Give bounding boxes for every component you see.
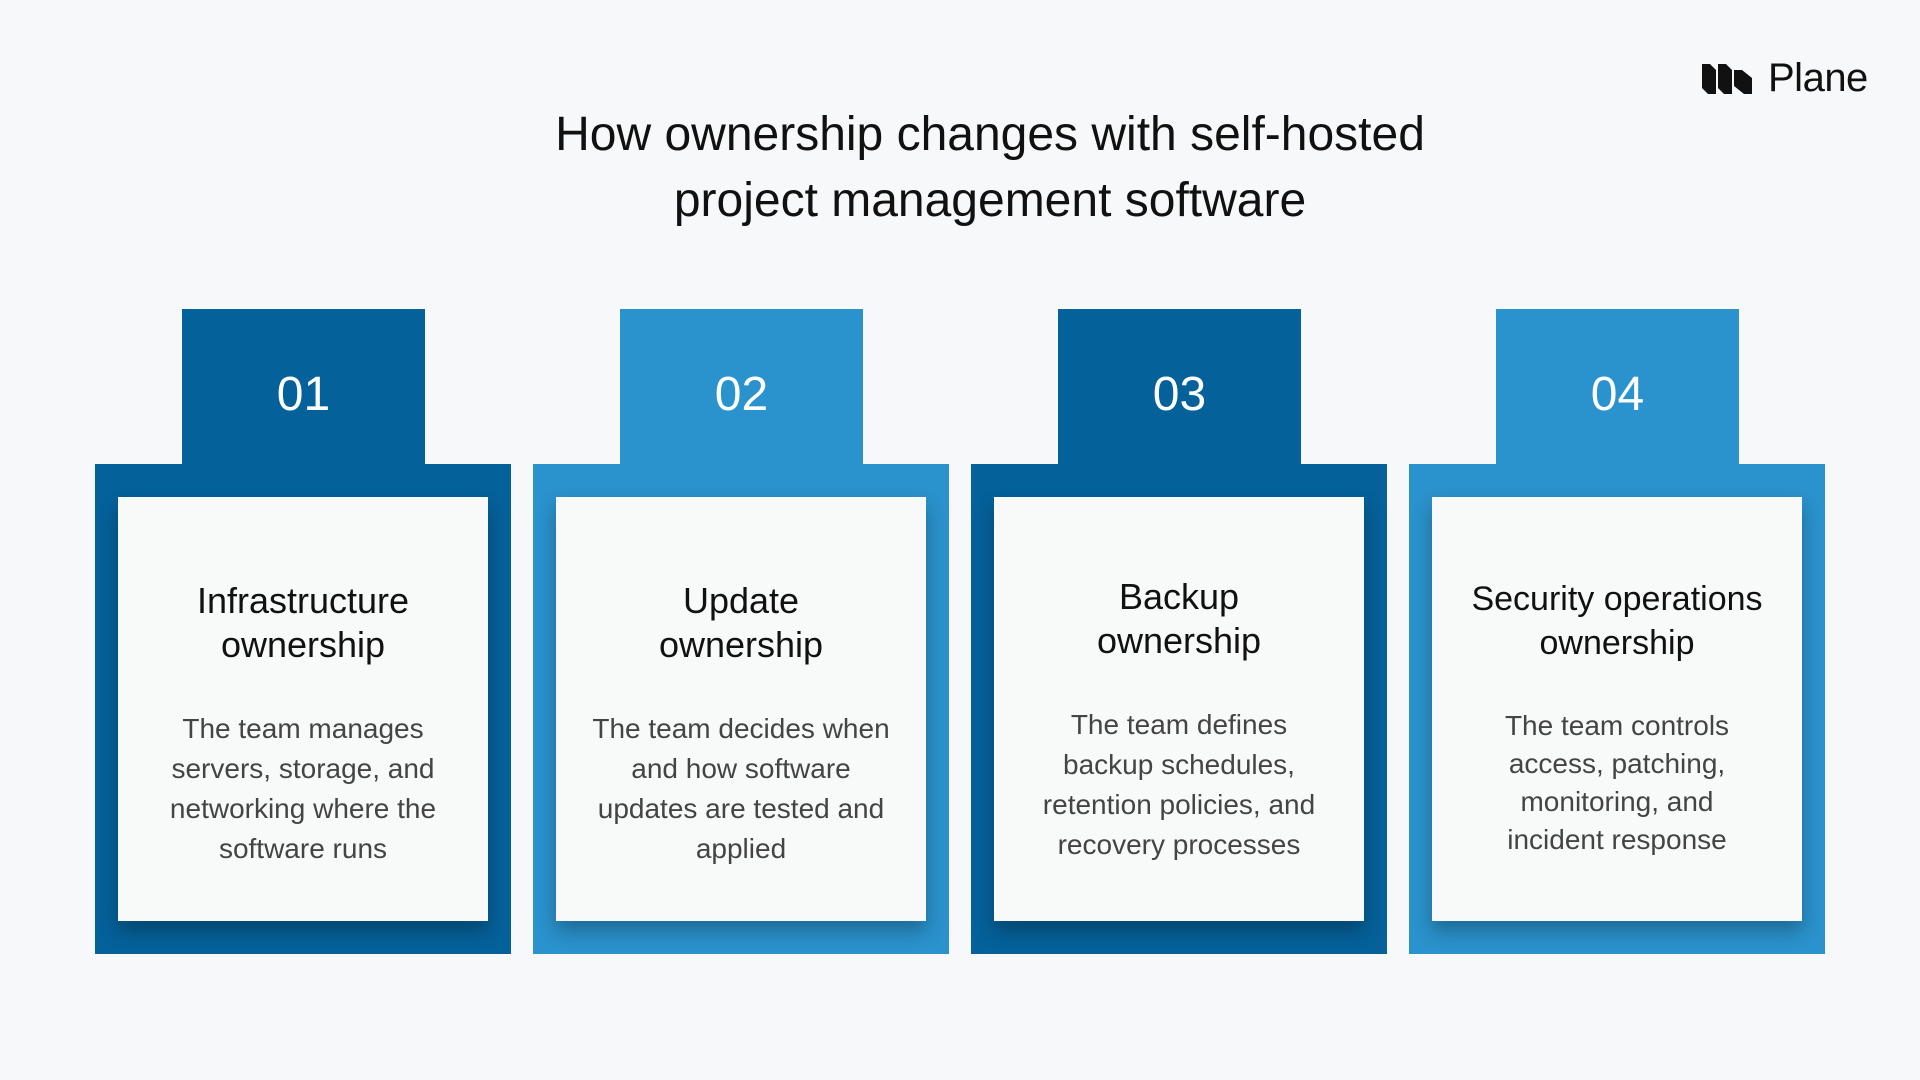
title-line-2: project management software [673,174,1307,227]
card-number-tab: 01 [182,309,425,469]
card-number-tab: 03 [1058,309,1301,469]
card-body: The team manages servers, storage, and n… [169,713,437,864]
card-body: The team controls access, patching, moni… [1504,710,1730,855]
card-security: Security operations ownership The team c… [1409,309,1825,954]
card-update: Update ownership The team decides when a… [533,309,949,954]
brand-name: Plane [1768,56,1868,100]
card-body: The team decides when and how software u… [592,713,890,864]
card-title: Backup ownership [1096,576,1262,661]
card-backup: Backup ownership The team defines backup… [971,309,1387,954]
card-title: Security operations ownership [1471,580,1763,662]
card-title: Infrastructure ownership [196,580,410,665]
title-line-1: How ownership changes with self-hosted [555,108,1425,161]
card-content: Backup ownership The team defines backup… [994,497,1364,921]
plane-logo-icon [1702,63,1752,94]
card-frame: Infrastructure ownership The team manage… [95,464,511,954]
card-infrastructure: Infrastructure ownership The team manage… [95,309,511,954]
card-content: Security operations ownership The team c… [1432,497,1802,921]
card-frame: Security operations ownership The team c… [1409,464,1825,954]
brand-logo: Plane [1700,56,1868,101]
card-content: Update ownership The team decides when a… [556,497,926,921]
card-number-tab: 04 [1496,309,1739,469]
card-body: The team defines backup schedules, reten… [1042,709,1316,860]
card-frame: Update ownership The team decides when a… [533,464,949,954]
card-content: Infrastructure ownership The team manage… [118,497,488,921]
page-title: How ownership changes with self-hosted p… [0,102,1920,234]
card-frame: Backup ownership The team defines backup… [971,464,1387,954]
card-title: Update ownership [658,580,824,665]
card-number-tab: 02 [620,309,863,469]
